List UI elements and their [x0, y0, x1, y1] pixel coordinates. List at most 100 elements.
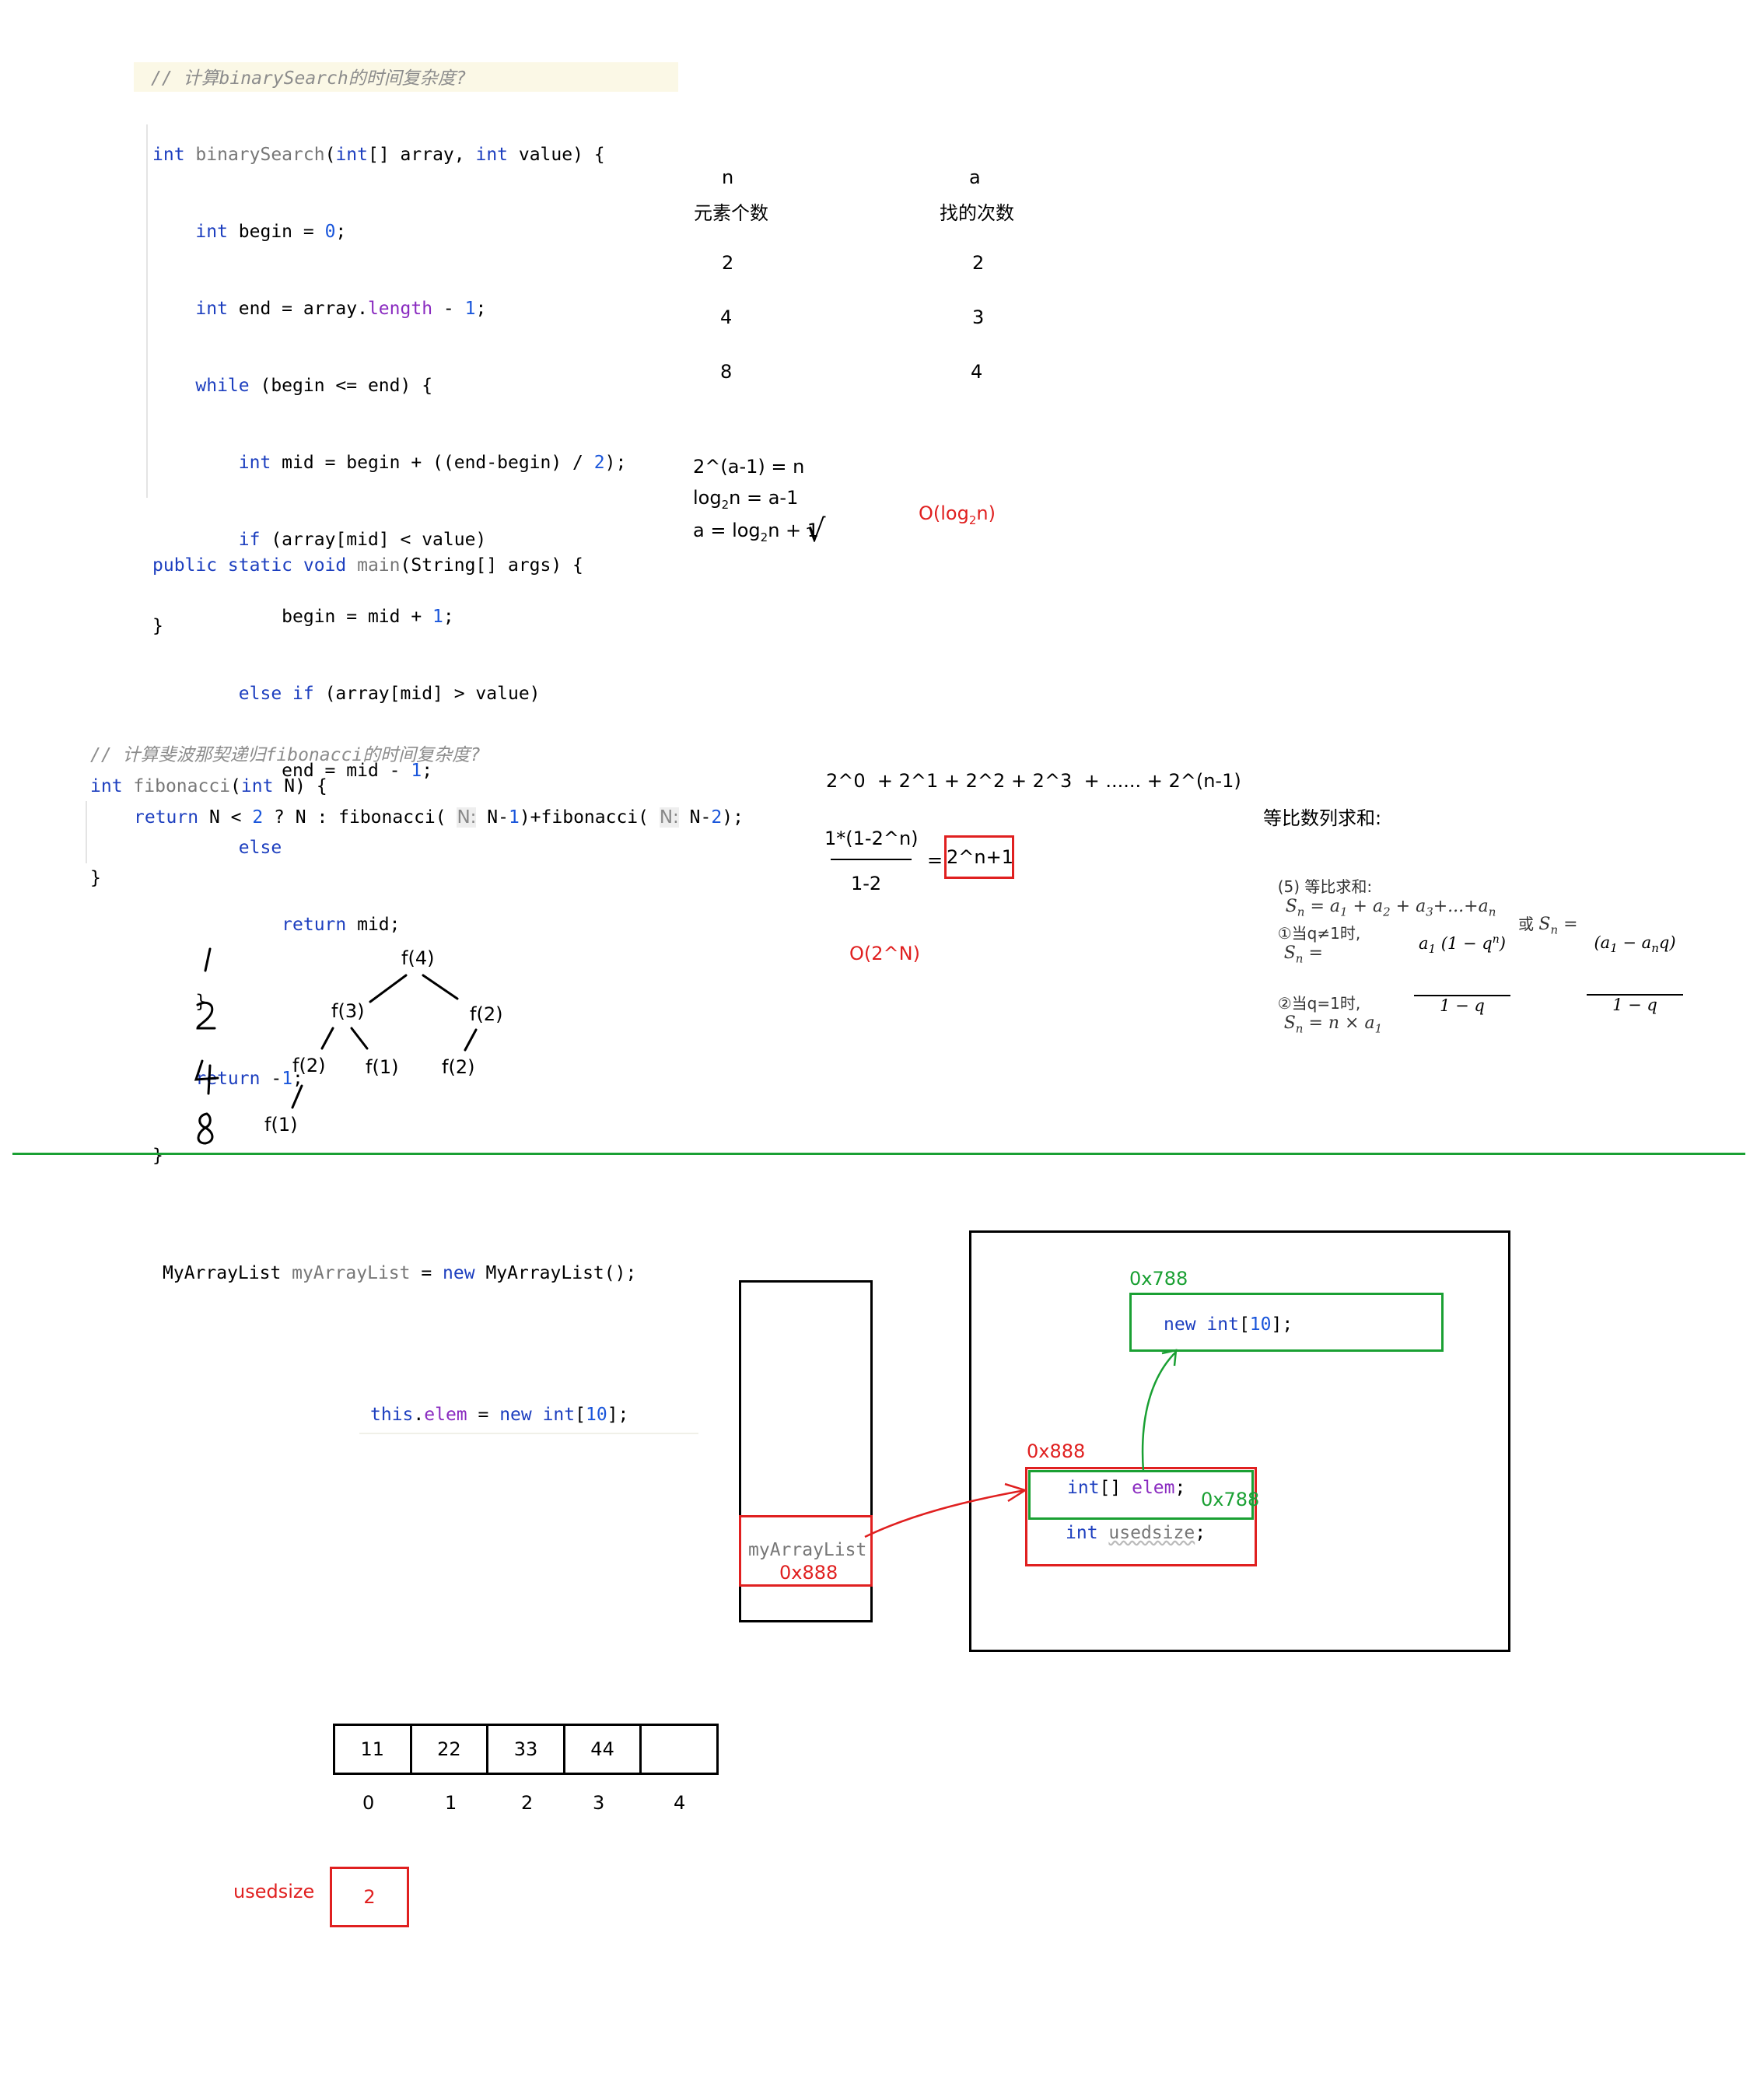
indent-guide: [86, 801, 87, 863]
main-close: }: [152, 616, 163, 636]
geo-frac-2: (a1 − anq) 1 − q: [1587, 896, 1683, 1033]
tree-node: f(2): [442, 1056, 475, 1078]
fraction-bar: [831, 859, 912, 860]
array-index: 2: [521, 1792, 534, 1814]
checkmark-icon: √: [806, 513, 826, 549]
fib-body: return N < 2 ? N : fibonacci( N: N-1)+fi…: [134, 807, 744, 828]
code-line: else if (array[mid] > value): [238, 684, 541, 704]
stack-arrowhead: [1004, 1482, 1027, 1503]
param-hint: N:: [659, 807, 679, 828]
table-head-a: 找的次数: [940, 202, 1014, 224]
decl-statement: MyArrayList myArrayList = new MyArrayLis…: [163, 1263, 637, 1283]
code-line: }: [152, 992, 207, 1012]
code-line: if (array[mid] < value): [238, 530, 487, 550]
geo-or: 或 Sn =: [1518, 915, 1578, 937]
stack-var-name: myArrayList: [748, 1540, 867, 1560]
object-addr: 0x888: [1027, 1440, 1086, 1462]
table-row-1-a: 2: [972, 252, 985, 274]
elem-arrowhead: [1161, 1349, 1178, 1367]
binary-result: O(log2n): [919, 502, 996, 527]
level-4-glyph: [194, 1059, 219, 1095]
array-index: 3: [593, 1792, 605, 1814]
init-statement: this.elem = new int[10];: [370, 1405, 629, 1425]
fraction-denominator: 1-2: [851, 873, 882, 894]
bs-comment-highlight: [134, 62, 678, 92]
bs-comment: // 计算binarySearch的时间复杂度?: [151, 68, 467, 89]
fib-result: O(2^N): [849, 943, 920, 964]
tree-node: f(1): [366, 1056, 399, 1078]
elem-to-array-arrow: [1141, 1351, 1177, 1472]
deriv-line-3: a = log2n + 1: [693, 520, 820, 544]
array-addr: 0x788: [1129, 1268, 1188, 1290]
stack-slot-myArrayList: [739, 1515, 873, 1587]
geo-frac-1: a1 (1 − qn) 1 − q: [1414, 896, 1510, 1034]
table-row-2-n: 4: [720, 306, 733, 328]
array-cell: [642, 1726, 716, 1773]
tree-node: f(2): [292, 1055, 326, 1076]
geo-title: 等比数列求和:: [1263, 807, 1382, 829]
array-index: 4: [674, 1792, 686, 1814]
equals-sign: =: [927, 849, 943, 871]
code-line: begin = mid + 1;: [152, 607, 454, 627]
bs-code: int binarySearch(int[] array, int value)…: [152, 96, 626, 1198]
code-line: }: [152, 1146, 163, 1166]
array-cell: 22: [412, 1726, 489, 1773]
code-line: end = mid - 1;: [152, 761, 433, 781]
stack-to-object-arrow: [864, 1489, 1026, 1538]
table-row-1-n: 2: [722, 252, 734, 274]
boxed-result: 2^n+1: [944, 835, 1014, 879]
tree-node: f(4): [401, 947, 435, 969]
table-row-3-n: 8: [720, 361, 733, 383]
code-line: int begin = 0;: [195, 222, 347, 242]
fib-comment: // 计算斐波那契递归fibonacci的时间复杂度?: [90, 745, 481, 765]
stack-frame: [739, 1280, 873, 1622]
array-cells: 11 22 33 44: [333, 1724, 719, 1775]
array-index: 0: [362, 1792, 375, 1814]
usedsize-box: 2: [330, 1867, 409, 1927]
tree-node: f(1): [264, 1114, 298, 1136]
level-1-glyph: [204, 947, 212, 972]
code-line: int binarySearch(int[] array, int value)…: [152, 145, 605, 165]
table-head-n: 元素个数: [694, 202, 768, 224]
tree-node: f(2): [470, 1003, 503, 1025]
myarraylist-object: [1025, 1467, 1257, 1566]
field-elem-value: 0x788: [1201, 1489, 1260, 1510]
deriv-line-1: 2^(a-1) = n: [693, 456, 805, 478]
array-cell: 11: [335, 1726, 412, 1773]
usedsize-label: usedsize: [233, 1881, 315, 1902]
level-8-glyph: [197, 1112, 214, 1145]
code-line: int end = array.length - 1;: [195, 299, 487, 319]
level-2-glyph: [196, 1001, 216, 1030]
tree-node: f(3): [331, 1000, 365, 1022]
field-elem: int[] elem;: [1067, 1478, 1186, 1498]
tree-level-1: 1: [204, 946, 205, 968]
section-divider: [12, 1153, 1745, 1155]
fib-close: }: [90, 868, 101, 888]
geo-line-1: (5) 等比求和: Sn = a1 + a2 + a3+...+an: [1277, 877, 1496, 919]
tree-level-8: 8: [204, 1115, 205, 1137]
main-signature: public static void main(String[] args) {: [152, 555, 583, 576]
code-line: else: [238, 838, 282, 858]
array-object: [1129, 1293, 1444, 1352]
param-hint: N:: [457, 807, 477, 828]
tree-level-4: 4: [204, 1061, 205, 1083]
array-cell: 44: [565, 1726, 642, 1773]
geo-line-2: ①当q≠1时, Sn =: [1277, 924, 1361, 966]
code-line: while (begin <= end) {: [195, 376, 433, 396]
array-cell: 33: [488, 1726, 565, 1773]
heap-area: [969, 1230, 1510, 1652]
table-row-2-a: 3: [972, 306, 985, 328]
array-index: 1: [445, 1792, 457, 1814]
elem-field-box: [1028, 1470, 1254, 1520]
fraction-numerator: 1*(1-2^n): [824, 828, 919, 849]
field-usedsize: int usedsize;: [1066, 1523, 1206, 1543]
tree-level-2: 2: [204, 1003, 205, 1025]
init-highlight: [359, 1398, 698, 1434]
code-line: return -1;: [195, 1069, 303, 1089]
stack-var-addr: 0x888: [779, 1562, 838, 1584]
code-line: return mid;: [282, 915, 401, 935]
table-col-n: n: [722, 166, 734, 188]
code-line: int mid = begin + ((end-begin) / 2);: [238, 453, 627, 473]
